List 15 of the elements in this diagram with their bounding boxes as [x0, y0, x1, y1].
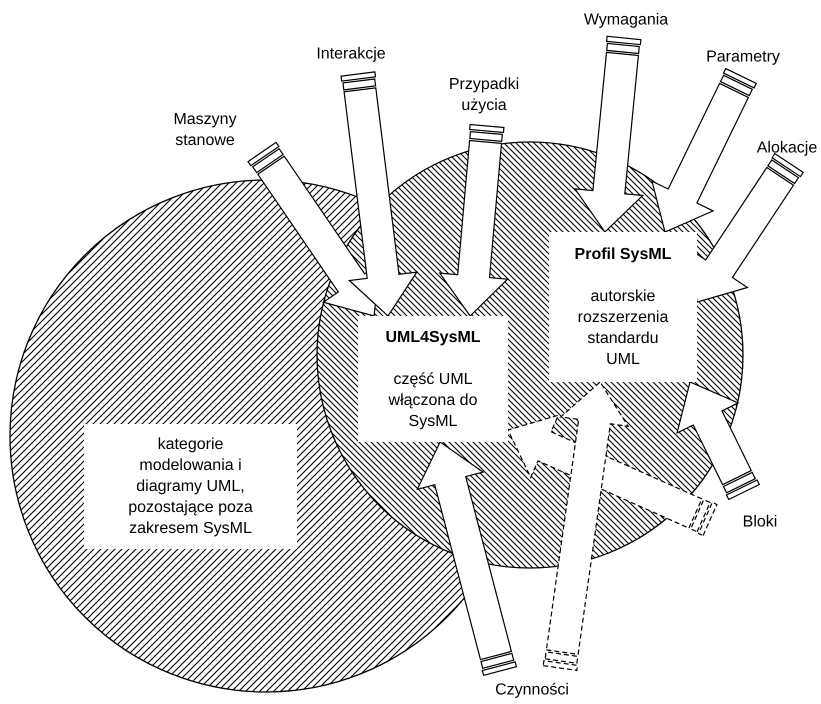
- panel-heading: Profil SysML: [574, 245, 672, 265]
- text-panel: [358, 316, 508, 442]
- arrow-label: Przypadki użycia: [429, 74, 539, 116]
- arrow-label: Wymagania: [571, 10, 681, 30]
- text-panel: [549, 232, 697, 382]
- arrow-label: Czynności: [477, 680, 587, 700]
- description-text: kategorie modelowania i diagramy UML, pozostające poza zakresem SysML: [84, 424, 297, 549]
- panel-heading: UML4SysML: [384, 328, 482, 348]
- description-text: część UML włączona do SysML: [388, 370, 478, 432]
- arrow-label: Bloki: [705, 512, 815, 532]
- arrow-label: Interakcje: [296, 44, 406, 64]
- arrow-label: Alokacje: [732, 138, 821, 158]
- description-text: autorskie rozszerzenia standardu UML: [576, 287, 670, 370]
- arrow-label: Maszyny stanowe: [150, 109, 260, 151]
- arrow-label: Parametry: [688, 46, 798, 68]
